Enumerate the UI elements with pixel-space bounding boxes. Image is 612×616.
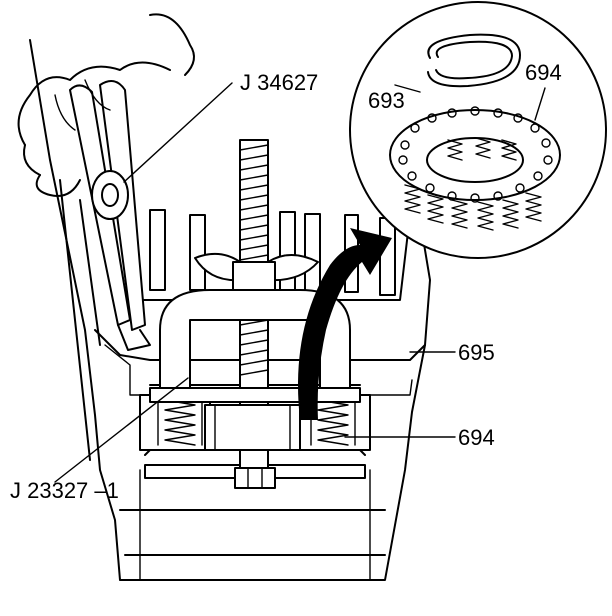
spring-compressor-tool (149, 139, 361, 489)
label-694-detail: 694 (525, 60, 562, 85)
detail-springs (404, 137, 542, 231)
label-695: 695 (458, 340, 495, 365)
removal-direction-arrow (298, 228, 392, 420)
label-j23327-1: J 23327 –1 (10, 478, 119, 503)
label-693: 693 (368, 88, 405, 113)
leader-lines (54, 82, 546, 483)
spring-left (157, 399, 203, 446)
detail-callout (349, 1, 607, 259)
technician-hand (17, 13, 195, 197)
spring-assembly-in-housing (139, 394, 371, 451)
snap-ring-pliers (69, 80, 151, 351)
label-j34627: J 34627 (240, 70, 318, 95)
spring-retainer-detail (389, 106, 561, 231)
retainer-holes (398, 106, 553, 203)
label-694: 694 (458, 425, 495, 450)
snap-ring-detail (427, 33, 521, 88)
